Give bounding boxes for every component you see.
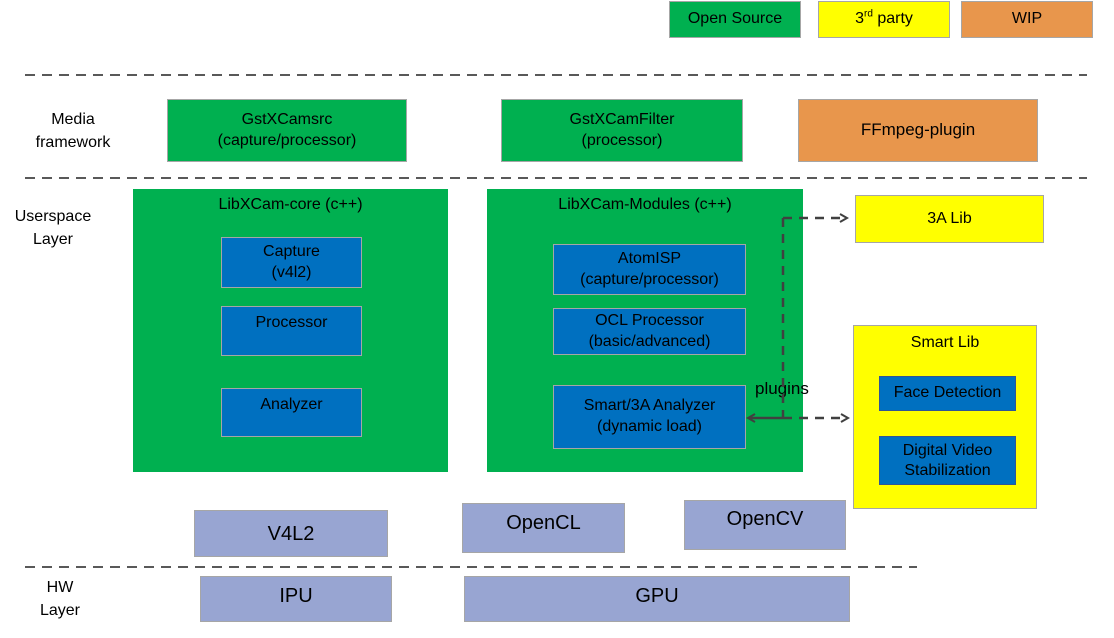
- ffmpeg-plugin-box: FFmpeg-plugin: [798, 99, 1038, 162]
- smart-lib-title: Smart Lib: [910, 334, 980, 351]
- ocl-processor-line1: OCL Processor: [595, 311, 704, 329]
- smart-3a-analyzer-box: Smart/3A Analyzer (dynamic load): [553, 385, 746, 449]
- gpu-label: GPU: [635, 585, 679, 607]
- atomisp-box: AtomISP (capture/processor): [553, 244, 746, 295]
- gstxcamsrc-line2: (capture/processor): [217, 131, 357, 149]
- gstxcamfilter-box: GstXCamFilter (processor): [501, 99, 743, 162]
- plugins-label: plugins: [755, 379, 809, 398]
- atomisp-line2: (capture/processor): [580, 270, 719, 288]
- opencl-label: OpenCL: [506, 512, 581, 534]
- ocl-processor-box: OCL Processor (basic/advanced): [553, 308, 746, 355]
- legend-open-source-label: Open Source: [687, 10, 783, 28]
- 3a-lib-box: 3A Lib: [855, 195, 1044, 243]
- media-label-line2: framework: [35, 134, 111, 152]
- ffmpeg-plugin-label: FFmpeg-plugin: [860, 120, 976, 140]
- gstxcamfilter-line1: GstXCamFilter: [569, 110, 675, 128]
- ipu-box: IPU: [200, 576, 392, 622]
- hw-label-line1: HW: [46, 579, 74, 596]
- hw-layer-label: HW Layer: [30, 576, 90, 622]
- legend-third-party-num: 3: [855, 10, 864, 28]
- legend-third-party-sup: rd: [863, 8, 873, 20]
- opencl-box: OpenCL: [462, 503, 625, 553]
- userspace-layer-label: Userspace Layer: [12, 205, 94, 251]
- face-detection-box: Face Detection: [879, 376, 1016, 411]
- media-label-line1: Media: [51, 111, 95, 128]
- analyzer-label: Analyzer: [260, 396, 323, 413]
- legend-third-party-rest: party: [872, 10, 913, 28]
- dvs-box: Digital Video Stabilization: [879, 436, 1016, 485]
- gstxcamsrc-line1: GstXCamsrc: [241, 110, 333, 128]
- ocl-processor-line2: (basic/advanced): [588, 332, 711, 350]
- smart-3a-analyzer-line2: (dynamic load): [597, 418, 702, 435]
- v4l2-label: V4L2: [267, 522, 315, 545]
- libxcam-modules-title: LibXCam-Modules (c++): [558, 196, 732, 213]
- dvs-line2: Stabilization: [904, 461, 991, 479]
- 3a-lib-label: 3A Lib: [927, 209, 972, 227]
- gpu-box: GPU: [464, 576, 850, 622]
- legend-third-party-label: 3rd party: [855, 9, 913, 30]
- smart-3a-analyzer-line1: Smart/3A Analyzer: [583, 397, 716, 415]
- atomisp-line1: AtomISP: [617, 249, 682, 267]
- face-detection-label: Face Detection: [893, 384, 1002, 402]
- processor-box: Processor: [221, 306, 362, 356]
- dvs-line1: Digital Video: [902, 441, 993, 459]
- capture-line1: Capture: [263, 242, 320, 260]
- userspace-label-line2: Layer: [32, 231, 74, 249]
- opencv-label: OpenCV: [726, 508, 804, 530]
- analyzer-box: Analyzer: [221, 388, 362, 437]
- hw-label-line2: Layer: [39, 602, 81, 620]
- processor-label: Processor: [255, 314, 328, 331]
- opencv-box: OpenCV: [684, 500, 846, 550]
- legend-wip-label: WIP: [1011, 10, 1043, 28]
- media-framework-label: Media framework: [28, 108, 118, 154]
- legend-third-party: 3rd party: [818, 1, 950, 38]
- gstxcamfilter-line2: (processor): [581, 131, 663, 149]
- ipu-label: IPU: [279, 585, 313, 607]
- userspace-label-line1: Userspace: [14, 208, 92, 225]
- legend-wip: WIP: [961, 1, 1093, 38]
- v4l2-box: V4L2: [194, 510, 388, 557]
- legend-open-source: Open Source: [669, 1, 801, 38]
- capture-box: Capture (v4l2): [221, 237, 362, 288]
- capture-line2: (v4l2): [271, 263, 312, 281]
- libxcam-core-title: LibXCam-core (c++): [218, 196, 363, 213]
- gstxcamsrc-box: GstXCamsrc (capture/processor): [167, 99, 407, 162]
